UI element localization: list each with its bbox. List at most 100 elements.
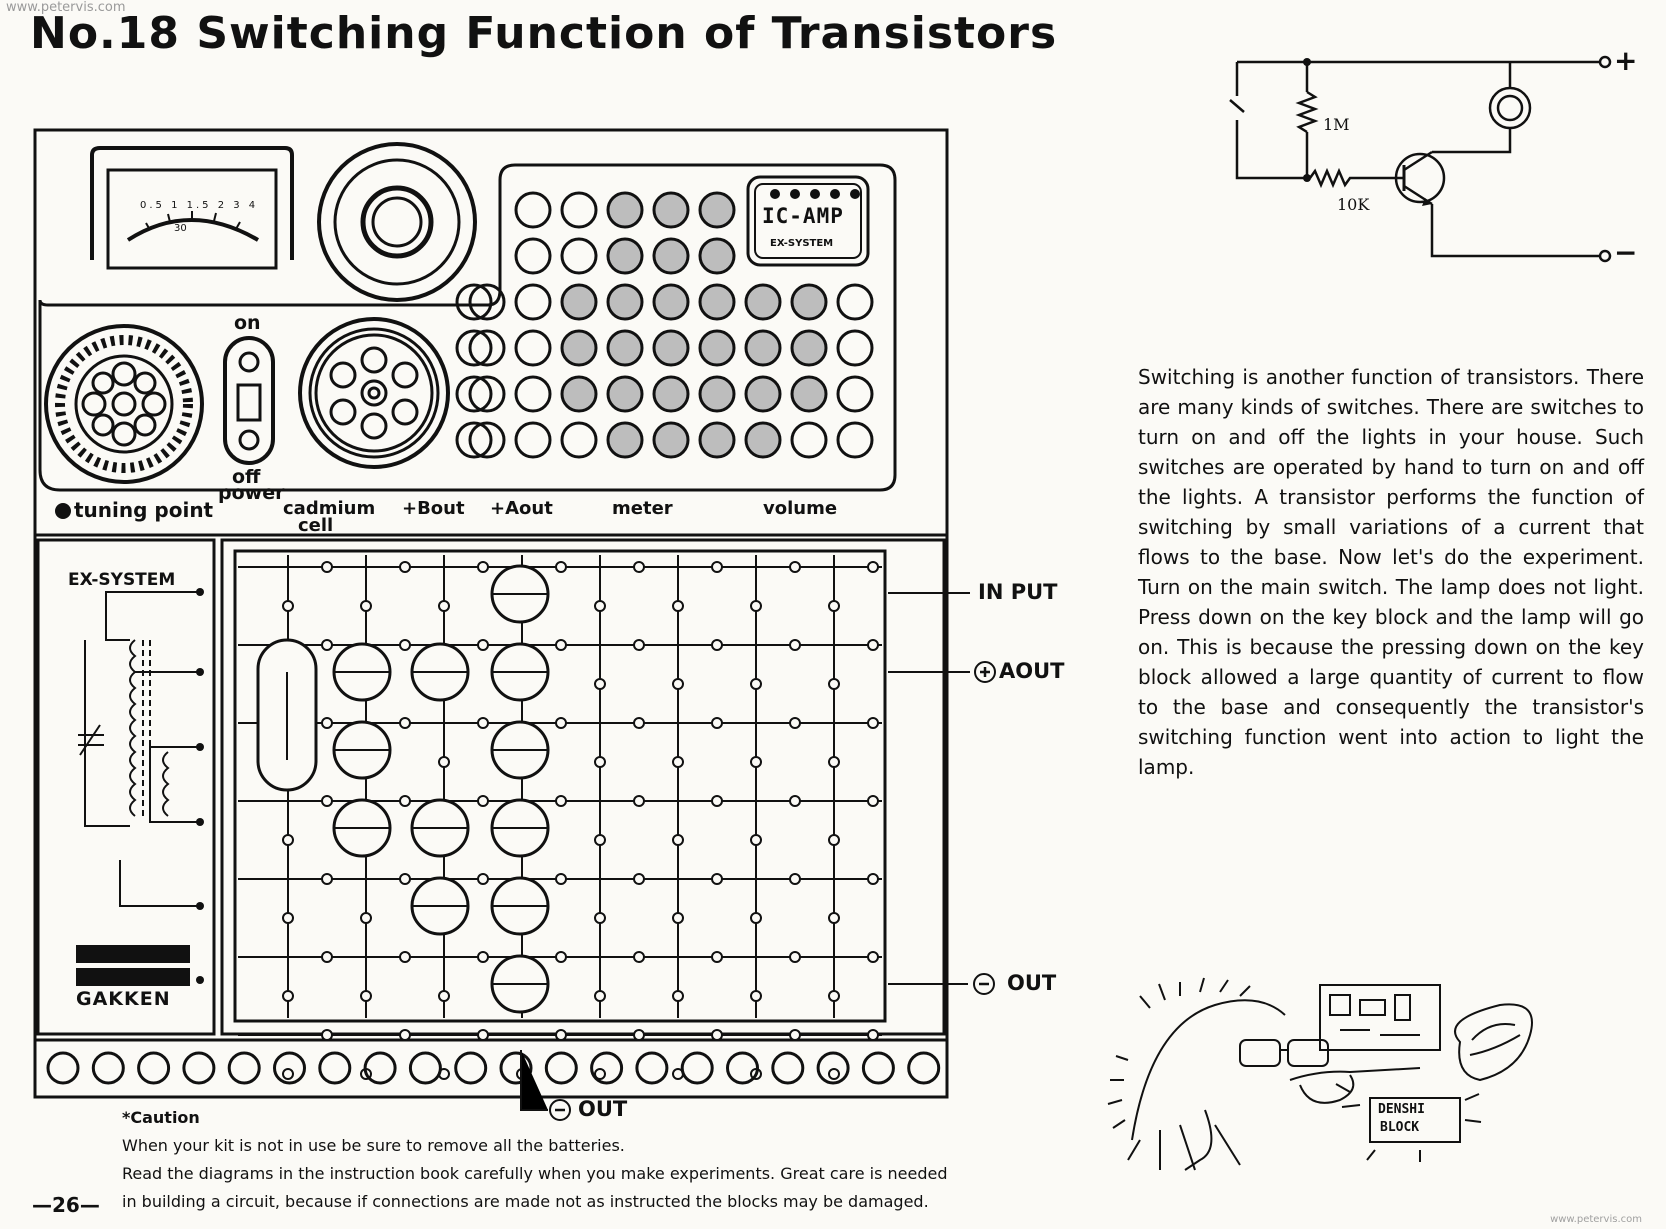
ic-amp-led xyxy=(830,189,840,199)
resistor-10k xyxy=(1308,167,1398,189)
grid-node xyxy=(477,795,489,807)
bottom-socket-hole xyxy=(46,1051,80,1085)
cartoon-block-line1: DENSHI xyxy=(1378,1102,1425,1117)
ic-amp-led xyxy=(850,189,860,199)
circuit-schematic xyxy=(1229,55,1612,263)
socket-hole xyxy=(606,375,644,413)
power-label: power xyxy=(218,482,285,504)
schematic-r2-label: 10K xyxy=(1337,195,1370,214)
socket-hole xyxy=(455,329,493,367)
socket-hole xyxy=(514,421,552,459)
socket-hole xyxy=(455,375,493,413)
socket-hole xyxy=(560,191,598,229)
terminal-meter-label: meter xyxy=(612,498,673,519)
grid-node xyxy=(477,873,489,885)
socket-hole xyxy=(560,237,598,275)
terminal-bout-label: +Bout xyxy=(402,498,465,519)
aout-terminal-label: AOUT xyxy=(999,659,1065,683)
ic-amp-led xyxy=(810,189,820,199)
grid-node xyxy=(321,951,333,963)
bottom-socket-hole xyxy=(544,1051,578,1085)
socket-hole xyxy=(836,375,874,413)
grid-node xyxy=(789,873,801,885)
grid-node xyxy=(633,1029,645,1041)
top-panel xyxy=(38,163,897,492)
grid-node xyxy=(828,678,840,690)
bottom-socket-hole xyxy=(771,1051,805,1085)
grid-node xyxy=(789,639,801,651)
grid-node xyxy=(711,1029,723,1041)
bottom-socket-hole xyxy=(680,1051,714,1085)
socket-hole xyxy=(652,329,690,367)
grid-node xyxy=(321,717,333,729)
grid-board xyxy=(233,549,887,1023)
grid-node xyxy=(672,834,684,846)
grid-node xyxy=(711,951,723,963)
grid-node xyxy=(867,951,879,963)
socket-hole xyxy=(468,421,506,459)
socket-hole xyxy=(698,329,736,367)
grid-node xyxy=(672,990,684,1002)
socket-hole xyxy=(698,283,736,321)
grid-node xyxy=(633,873,645,885)
cartoon-sketch xyxy=(1107,977,1533,1171)
meter-scale xyxy=(126,218,260,242)
socket-hole xyxy=(606,191,644,229)
resistor-1m xyxy=(1295,90,1319,134)
tuning-point-dot xyxy=(55,503,71,519)
socket-hole xyxy=(560,421,598,459)
bottom-socket-hole xyxy=(726,1051,759,1085)
terminal-cell-label: cell xyxy=(298,515,334,536)
bottom-socket-hole xyxy=(454,1051,488,1085)
terminal-volume-label: volume xyxy=(763,498,838,519)
grid-node xyxy=(555,1029,567,1041)
grid-node xyxy=(360,990,372,1002)
grid-node xyxy=(594,678,606,690)
grid-node xyxy=(321,795,333,807)
grid-node xyxy=(399,951,411,963)
grid-node xyxy=(555,951,567,963)
grid-node xyxy=(789,1029,801,1041)
page-title: No.18 Switching Function of Transistors xyxy=(30,8,1058,59)
grid-node xyxy=(555,717,567,729)
socket-hole xyxy=(514,329,552,367)
grid-node xyxy=(789,561,801,573)
input-terminal-label: IN PUT xyxy=(978,580,1058,604)
grid-node xyxy=(321,639,333,651)
caution-line-2: Read the diagrams in the instruction boo… xyxy=(122,1164,948,1183)
terminal-cadmium-label: cadmium xyxy=(283,498,376,519)
socket-hole xyxy=(698,421,736,459)
grid-node xyxy=(711,717,723,729)
socket-hole xyxy=(560,283,598,321)
grid-node xyxy=(711,873,723,885)
grid-node xyxy=(477,951,489,963)
kit-board-outline xyxy=(33,128,949,1099)
grid-node xyxy=(594,834,606,846)
grid-node xyxy=(828,912,840,924)
grid-node xyxy=(867,795,879,807)
socket-hole xyxy=(652,237,690,275)
watermark-bottom: www.petervis.com xyxy=(1550,1214,1642,1225)
grid-node xyxy=(438,990,450,1002)
out-terminal-label: OUT xyxy=(1007,971,1057,995)
grid-node xyxy=(360,912,372,924)
socket-hole xyxy=(455,283,493,321)
socket-hole xyxy=(606,283,644,321)
grid-node xyxy=(867,561,879,573)
grid-node xyxy=(750,600,762,612)
grid-node xyxy=(867,1029,879,1041)
grid-node xyxy=(633,795,645,807)
grid-node xyxy=(360,600,372,612)
grid-node xyxy=(438,600,450,612)
grid-node xyxy=(633,717,645,729)
ex-system-label: EX-SYSTEM xyxy=(68,570,176,590)
bottom-socket-hole xyxy=(907,1051,941,1085)
lamp xyxy=(1488,86,1532,130)
socket-hole xyxy=(744,375,782,413)
grid-node xyxy=(633,951,645,963)
socket-hole xyxy=(698,375,736,413)
grid-node xyxy=(321,1029,333,1041)
socket-hole xyxy=(698,237,736,275)
power-on-label: on xyxy=(234,312,261,334)
